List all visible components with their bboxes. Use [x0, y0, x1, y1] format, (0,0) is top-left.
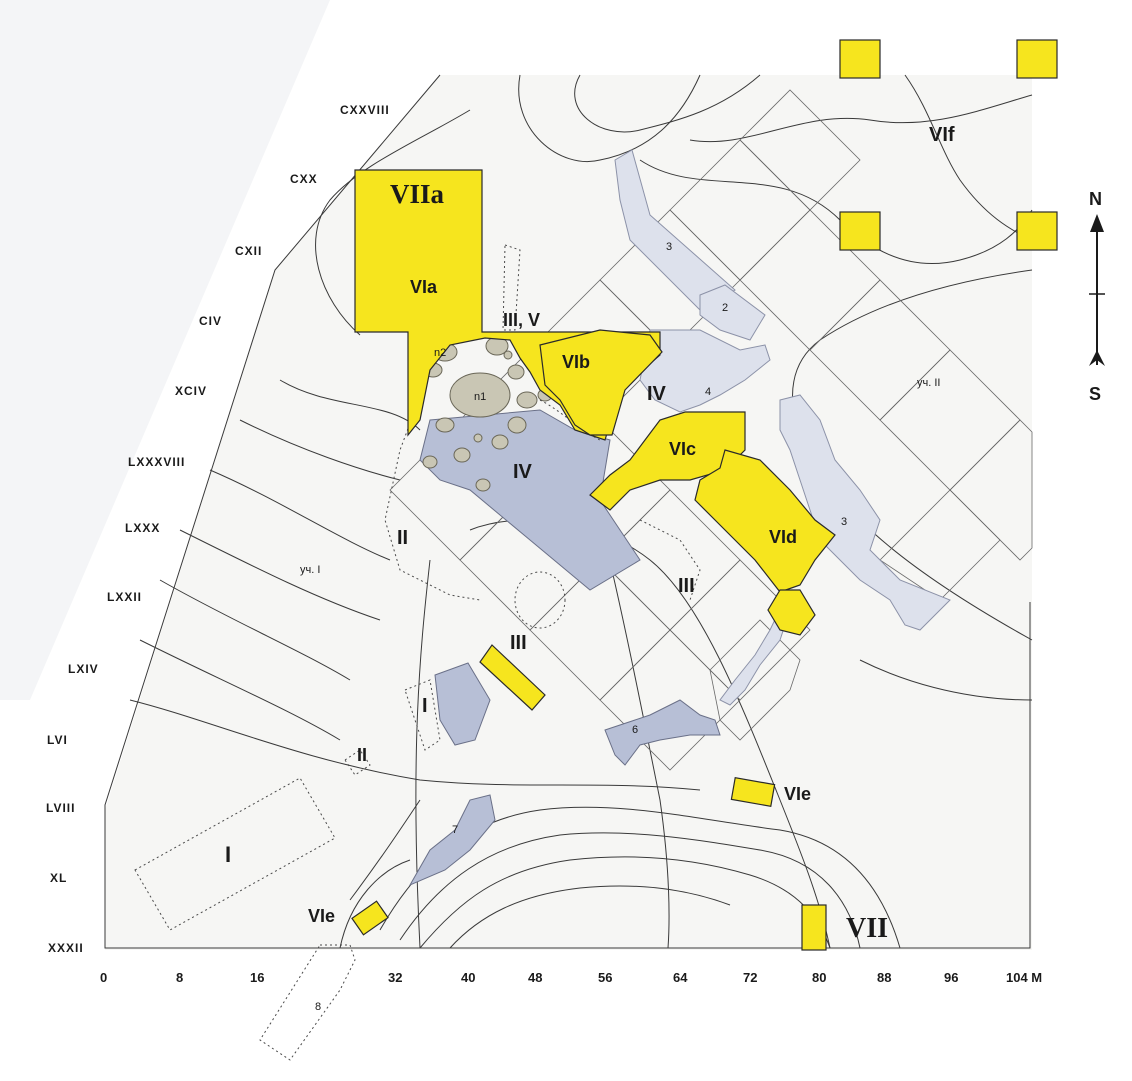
feature-numbers: n1 n2 2 3 3 4 6 7 8: [315, 241, 847, 1013]
row-label: CXXVIII: [340, 103, 390, 117]
row-label: LVIII: [46, 801, 75, 815]
scale-tick: 0: [100, 970, 107, 985]
area-vif-square-2: [1016, 39, 1058, 79]
north-arrow: N S: [1089, 189, 1105, 404]
north-arrow-head-icon: [1090, 214, 1104, 232]
scale-tick: 80: [812, 970, 826, 985]
area-iii-bar: [479, 644, 546, 711]
area-vif-square-4: [1016, 211, 1058, 251]
area-vie-left: [351, 900, 389, 936]
label-vie-right: VIe: [784, 784, 811, 804]
area-vii: [801, 904, 827, 951]
scale-tick: 32: [388, 970, 402, 985]
blue-structures: [408, 409, 721, 887]
label-vii: VII: [846, 913, 888, 944]
row-label: LXXX: [125, 521, 160, 535]
label-vid: VId: [769, 527, 797, 547]
label-vie-left: VIe: [308, 906, 335, 926]
scale-tick: 88: [877, 970, 891, 985]
scale-tick: 96: [944, 970, 958, 985]
area-vif-square-3: [839, 211, 881, 251]
structure-iv-center: [419, 409, 641, 591]
structure-4: [639, 329, 771, 413]
row-label: CXX: [290, 172, 318, 186]
label-iii-right: III: [678, 575, 695, 597]
area-label-1: уч. I: [300, 564, 320, 576]
feature-8: 8: [315, 1001, 321, 1013]
south-arrow-tail-icon: [1089, 350, 1105, 366]
scale-tick: 72: [743, 970, 757, 985]
row-label: LXIV: [68, 662, 99, 676]
trench-8: [259, 944, 356, 1061]
feature-3-top: 3: [666, 241, 672, 253]
north-label: N: [1089, 189, 1102, 209]
row-label: XXXII: [48, 941, 84, 955]
feature-n1: n1: [474, 391, 486, 403]
scale-tick: 56: [598, 970, 612, 985]
area-vic: [589, 411, 746, 511]
background-paper: [0, 0, 330, 700]
structure-3-right: [779, 394, 951, 631]
row-label: CIV: [199, 314, 222, 328]
light-blue-structures: [614, 149, 951, 706]
row-label: XL: [50, 871, 67, 885]
label-iii-center: III: [510, 632, 527, 654]
structure-i-small: [434, 662, 491, 746]
area-vid: [694, 449, 836, 593]
yellow-areas: [351, 39, 1058, 951]
south-label: S: [1089, 384, 1101, 404]
label-iv-right: IV: [647, 383, 667, 405]
label-i-large: I: [225, 842, 231, 867]
row-label: XCIV: [175, 384, 207, 398]
pit-n1: [449, 372, 511, 418]
scale-tick: 16: [250, 970, 264, 985]
contour-lines: [129, 74, 1033, 949]
label-vic: VIc: [669, 439, 696, 459]
label-iii-v: III, V: [503, 310, 540, 330]
stones: [422, 336, 553, 492]
scale-tick: 104 M: [1006, 970, 1042, 985]
area-vif-square-1: [839, 39, 881, 79]
scale-tick: 40: [461, 970, 475, 985]
area-label-2: уч. II: [917, 377, 940, 389]
feature-3-right: 3: [841, 516, 847, 528]
label-ii-small: II: [357, 745, 367, 765]
row-label: LXXII: [107, 590, 142, 604]
area-vib: [539, 329, 663, 436]
period-labels: VIIa VIa III, V VIb IV VIc IV VId II III…: [225, 124, 955, 944]
site-boundary: [104, 74, 1031, 949]
structure-ramp: [719, 604, 791, 706]
feature-4: 4: [705, 386, 711, 398]
feature-6: 6: [632, 724, 638, 736]
scale-axis: 0 8 16 32 40 48 56 64 72 80 88 96 104 M: [100, 970, 1042, 985]
label-via: VIa: [410, 277, 438, 297]
feature-n2: n2: [434, 347, 446, 359]
row-label: CXII: [235, 244, 262, 258]
label-i-small: I: [422, 695, 428, 717]
label-iv-center: IV: [513, 461, 533, 483]
feature-2: 2: [722, 302, 728, 314]
label-vif: VIf: [929, 124, 955, 146]
structure-6: [604, 699, 721, 766]
feature-7: 7: [452, 824, 458, 836]
label-ii-left: II: [397, 527, 408, 549]
scale-tick: 48: [528, 970, 542, 985]
area-vid-small: [767, 589, 816, 636]
row-label: LVI: [47, 733, 68, 747]
label-vib: VIb: [562, 352, 590, 372]
structure-2: [699, 284, 766, 341]
structure-7: [408, 794, 496, 887]
label-viia: VIIa: [390, 179, 445, 209]
row-label: LXXXVIII: [128, 455, 185, 469]
area-vie-right: [730, 776, 776, 808]
row-labels: CXXVIII CXX CXII CIV XCIV LXXXVIII LXXX …: [46, 103, 390, 955]
trench-i-large: [134, 777, 336, 931]
scale-tick: 8: [176, 970, 183, 985]
scale-tick: 64: [673, 970, 688, 985]
